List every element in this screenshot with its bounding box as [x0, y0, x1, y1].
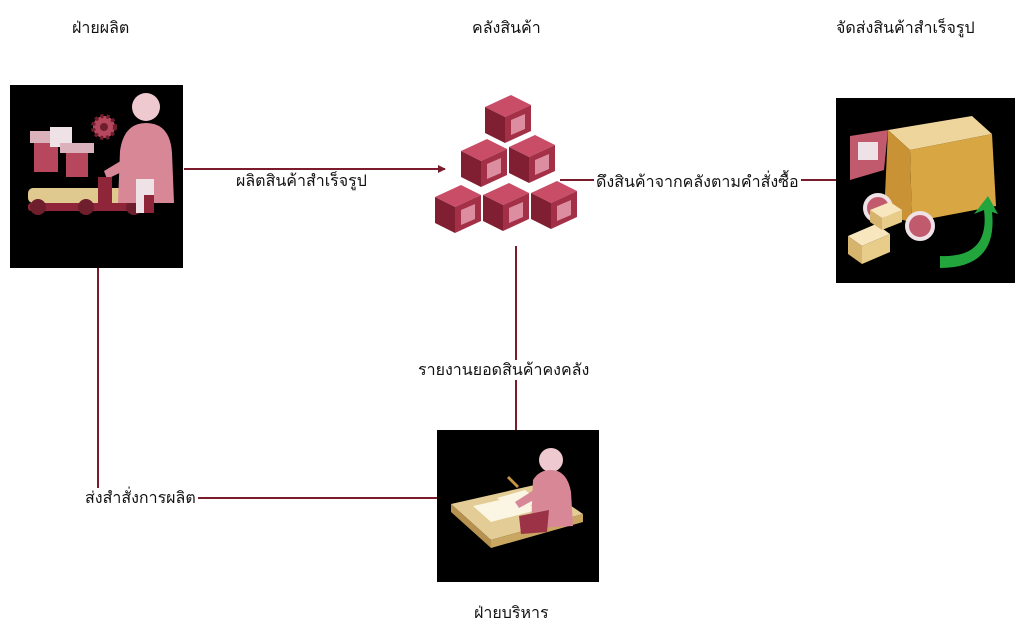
stacked-boxes-icon	[435, 95, 577, 233]
production-tile	[10, 85, 183, 268]
shipping-tile	[836, 98, 1015, 283]
shipping-title: จัดส่งสินค้าสำเร็จรูป	[836, 18, 975, 37]
production-title: ฝ่ายผลิต	[72, 18, 130, 37]
box-middle-left	[461, 139, 507, 187]
box-bottom-left	[435, 185, 481, 233]
warehouse-icon-wrap	[427, 91, 602, 249]
delivery-truck-icon	[848, 116, 998, 268]
management-tile	[437, 430, 599, 582]
edge-label-pull-stock-by-order: ดึงสินค้าจากคลังตามคำสั่งซื้อ	[594, 172, 801, 192]
box-top	[485, 95, 531, 143]
manager-desk-icon	[451, 448, 583, 548]
edge-label-inventory-report: รายงานยอดสินค้าคงคลัง	[416, 360, 592, 380]
box-middle-right	[509, 135, 555, 183]
warehouse-title: คลังสินค้า	[472, 18, 541, 37]
edge-label-send-production-order: ส่งสำสั่งการผลิต	[83, 488, 198, 508]
box-bottom-middle	[483, 183, 529, 231]
factory-worker-conveyor-icon	[28, 93, 174, 215]
box-bottom-right	[531, 181, 577, 229]
edge-label-produce-finished-goods: ผลิตสินค้าสำเร็จรูป	[234, 171, 369, 191]
management-title: ฝ่ายบริหาร	[474, 603, 549, 622]
